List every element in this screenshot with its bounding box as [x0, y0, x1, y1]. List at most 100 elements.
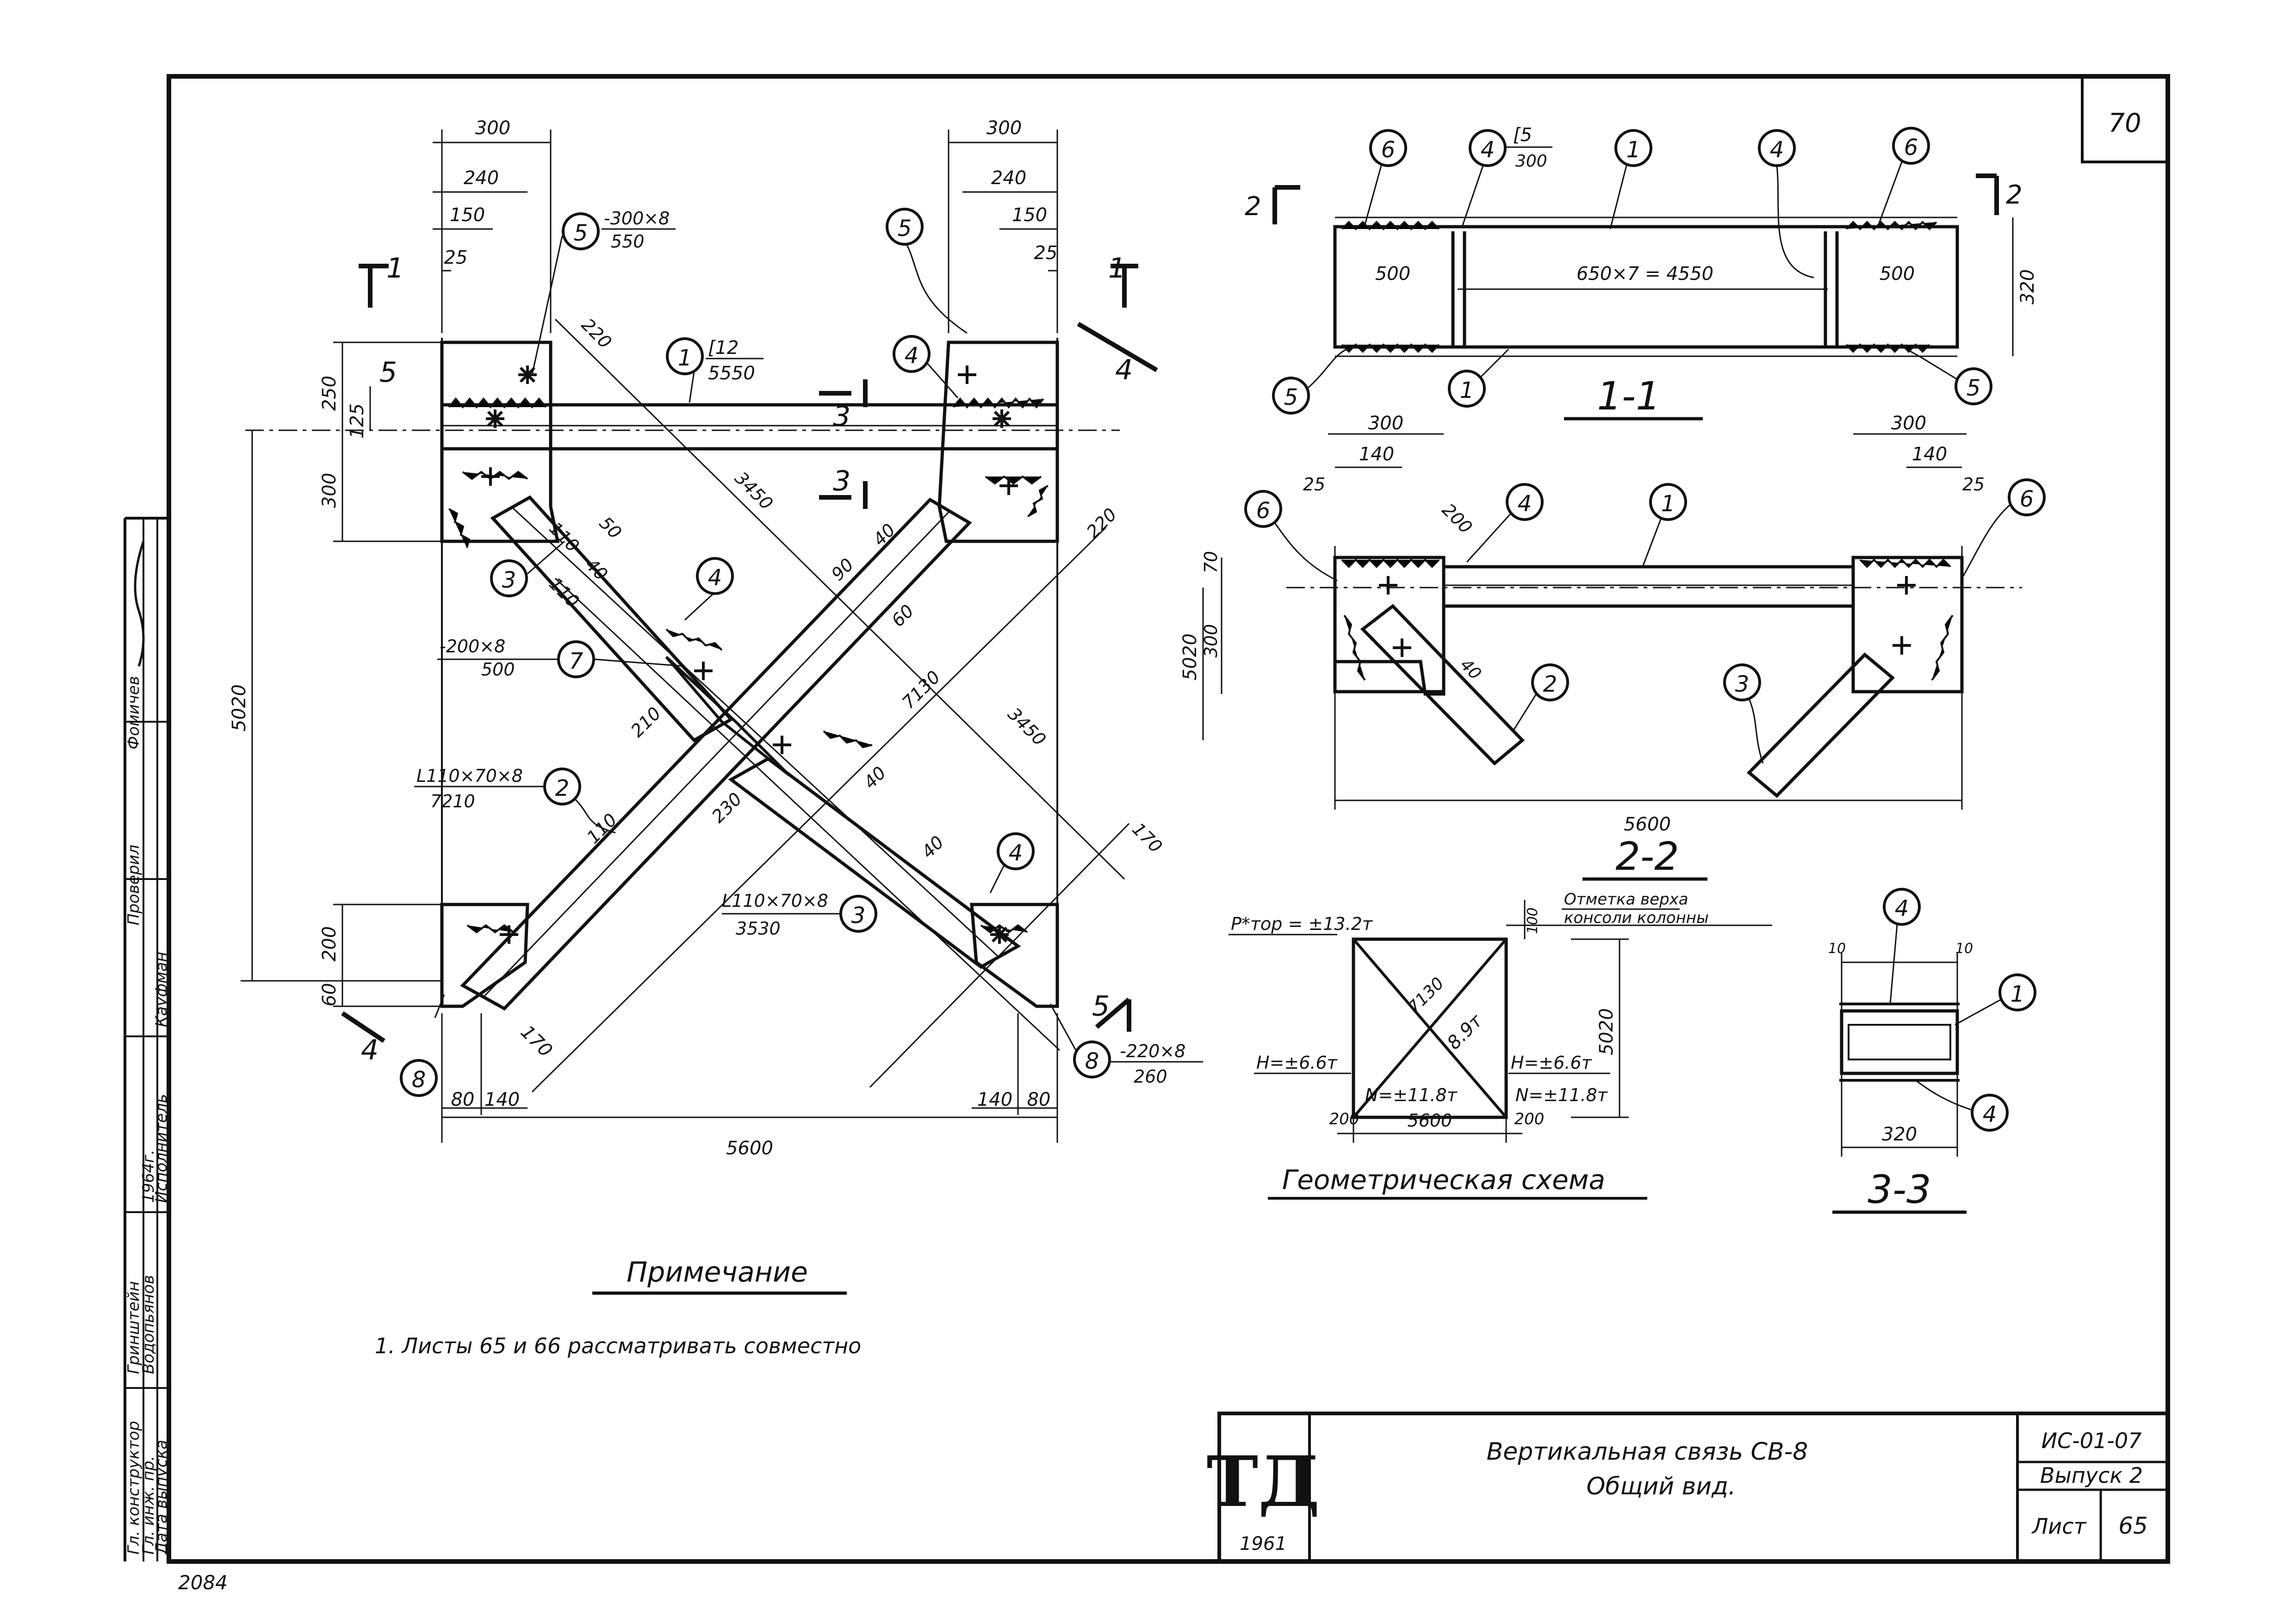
s22-dim-40: 40	[1456, 655, 1484, 683]
section-3-3: 10 10 320 4 1 4 3-3	[1828, 888, 2036, 1214]
dim-diag-170: 170	[1128, 819, 1166, 857]
s11-cut-mark-right: 2	[2006, 180, 2023, 210]
title-line-2: Общий вид.	[1586, 1473, 1736, 1500]
geo-force-top-left: P*тор = ±13.2т	[1231, 914, 1373, 934]
s11-callout-6-left: 6	[1381, 137, 1396, 163]
s22-callout-6-left: 6	[1256, 498, 1271, 524]
dim-top-right-240: 240	[991, 167, 1026, 189]
dim-left-300: 300	[319, 473, 340, 508]
callout-8-spec-bottom: 260	[1134, 1066, 1167, 1087]
geo-dim-left: 200	[1329, 1110, 1359, 1128]
dim-left-250: 250	[319, 376, 340, 411]
callout-5-spec-bottom: 550	[611, 231, 645, 252]
cut-mark-1-left: 1	[386, 252, 404, 285]
callout-4-bottom-right: 4	[1009, 840, 1023, 866]
dim-left-200: 200	[319, 926, 340, 961]
sheet-number: 65	[2118, 1512, 2148, 1539]
s22-callout-1: 1	[1661, 491, 1675, 517]
cut-mark-4-right: 4	[1115, 354, 1133, 386]
stamp-name-4: Фомичев	[124, 676, 143, 750]
main-callouts: 1 [12 5550 5 -300×8 550 5 4 3 4 7	[400, 208, 1203, 1097]
s22-dim-25-left: 25	[1303, 474, 1325, 495]
dim-top-left-25: 25	[444, 247, 468, 268]
s11-callout-1-top: 1	[1626, 137, 1641, 163]
logo-year: 1961	[1240, 1533, 1287, 1555]
s33-title: 3-3	[1868, 1167, 1931, 1212]
s11-callout-4-spec-bottom: 300	[1515, 152, 1547, 171]
cut-mark-3-bottom: 3	[833, 465, 850, 497]
main-dim-texts: 300 240 150 25 300 240 150 25	[444, 118, 1058, 268]
gusset-top-left	[440, 341, 560, 543]
s11-callout-5-right: 5	[1967, 375, 1981, 401]
s11-cut-mark-left: 2	[1245, 192, 1261, 222]
geo-n-left: N=±11.8т	[1365, 1085, 1458, 1105]
brace-2	[460, 497, 972, 1011]
dim-bottom-5600: 5600	[726, 1138, 773, 1159]
s22-dim-5020: 5020	[1179, 633, 1201, 681]
dim-diag-7130: 7130	[898, 667, 944, 713]
s33-callout-4-bottom: 4	[1983, 1102, 1997, 1127]
title-line-1: Вертикальная связь СВ-8	[1487, 1438, 1808, 1466]
dim-diag-50: 50	[596, 513, 626, 543]
dim-diag-230: 230	[708, 789, 746, 827]
gusset-bottom-right	[970, 903, 1059, 1008]
stamp-role-3: Дата выпуска	[152, 1440, 171, 1555]
welds	[448, 397, 1049, 934]
geo-top-note-2: консоли колонны	[1564, 909, 1709, 927]
bolts	[481, 365, 1018, 944]
s11-callout-1-bottom: 1	[1460, 378, 1474, 403]
s11-title: 1-1	[1597, 373, 1660, 419]
section-2-2: 300 140 25 200 70 300 5020 40 5600 300 1…	[1179, 413, 2046, 881]
callout-4-top-right: 4	[905, 343, 919, 369]
stamp-role-5: Проверил	[124, 845, 143, 925]
side-stamp: Гл. конструктор Гринштейн Гл. инж. пр. В…	[124, 517, 171, 1561]
s22-dim-300-left: 300	[1368, 413, 1403, 434]
stamp-year: 1964г.	[139, 1150, 158, 1203]
s33-callout-4-top: 4	[1895, 896, 1909, 922]
geo-diag-length: 7130	[1404, 974, 1448, 1017]
note-block: Примечание 1. Листы 65 и 66 рассматриват…	[375, 1256, 861, 1358]
title-block: ТД 1961 Вертикальная связь СВ-8 Общий ви…	[1207, 1412, 2170, 1563]
bottom-left-code: 2084	[178, 1571, 228, 1594]
sheet-label: Лист	[2031, 1514, 2087, 1539]
dim-diag-110-b: 110	[545, 574, 583, 612]
callout-5-spec-top: -300×8	[604, 208, 670, 229]
doc-code: ИС-01-07	[2042, 1428, 2142, 1453]
s22-callout-3: 3	[1735, 671, 1750, 697]
brace-3-upper	[490, 495, 734, 743]
s33-dim-10-left: 10	[1828, 941, 1846, 957]
dim-bottom-140-right: 140	[977, 1089, 1012, 1110]
note-heading: Примечание	[627, 1256, 808, 1288]
dim-top-left-240: 240	[464, 167, 499, 189]
callout-7-spec-top: -200×8	[440, 636, 505, 657]
geo-dim-top: 100	[1525, 907, 1541, 934]
s33-dim-10-right: 10	[1955, 941, 1973, 957]
geo-top-note-1: Отметка верха	[1564, 890, 1688, 909]
callout-3-bottom: 3	[851, 903, 866, 929]
dim-diag-3450-a: 3450	[731, 468, 777, 514]
s11-callout-6-right: 6	[1904, 135, 1918, 161]
stamp-name-1: Гринштейн	[124, 1281, 143, 1374]
geo-h-right: H=±6.6т	[1511, 1053, 1593, 1073]
geo-n-right: N=±11.8т	[1515, 1085, 1608, 1105]
stamp-signature	[134, 541, 145, 667]
s22-dim-140-right: 140	[1912, 444, 1947, 465]
s11-callout-5-left: 5	[1284, 384, 1298, 410]
s22-dim-200: 200	[1438, 500, 1476, 538]
gusset-bottom-left	[440, 903, 529, 1008]
callout-7-spec-bottom: 500	[481, 659, 515, 680]
dim-diag-40-c: 40	[860, 762, 890, 793]
dim-diag-40-a: 40	[869, 520, 899, 550]
dim-top-right-25: 25	[1034, 242, 1058, 264]
stamp-role-4: Исполнитель	[152, 1094, 171, 1203]
s33-dim-320: 320	[1882, 1124, 1917, 1145]
callout-3-spec-bottom: 3530	[736, 918, 781, 939]
brace-3-lower	[728, 756, 1021, 969]
cut-mark-5-left: 5	[379, 356, 397, 389]
dim-bottom-80-right: 80	[1027, 1089, 1051, 1110]
geo-diag-force: 8.9т	[1443, 1010, 1487, 1054]
logo: ТД	[1207, 1441, 1320, 1523]
s11-dim-320: 320	[2017, 269, 2038, 304]
s22-dim-140-left: 140	[1359, 444, 1394, 465]
geo-h-left: H=±6.6т	[1256, 1053, 1338, 1073]
